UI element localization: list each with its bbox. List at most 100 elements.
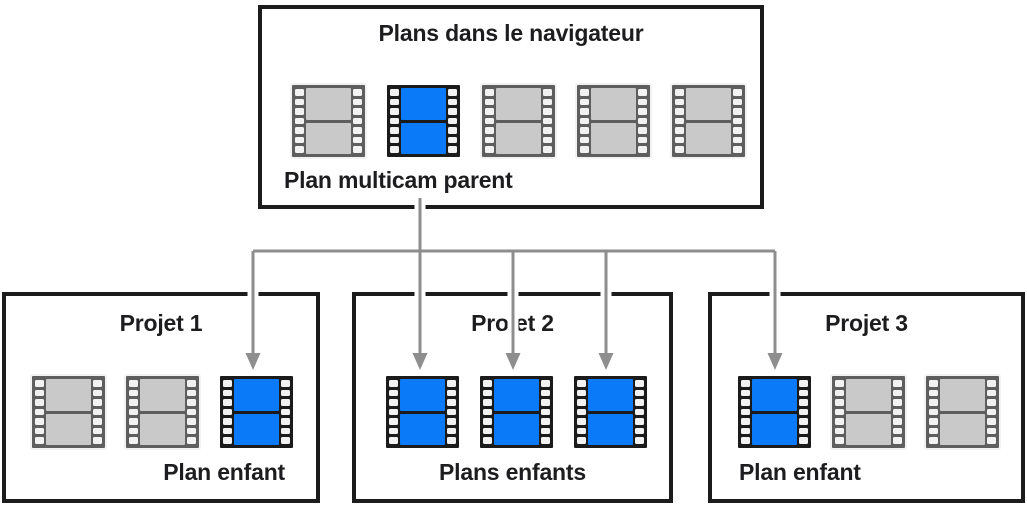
sprocket-hole <box>543 108 552 115</box>
sprocket-hole <box>733 146 742 153</box>
sprocket-holes-right <box>186 379 197 445</box>
sprocket-hole <box>223 389 232 397</box>
sprocket-hole <box>93 408 102 416</box>
sprocket-hole <box>187 437 196 444</box>
sprocket-hole <box>187 418 196 425</box>
sprocket-hole <box>541 408 550 416</box>
sprocket-hole <box>281 389 290 397</box>
filmstrip-icon-gray <box>482 85 555 157</box>
project-box-1: Projet 1 Plan enfant <box>2 292 320 503</box>
sprocket-holes-left <box>579 88 590 154</box>
filmstrip-frame <box>401 122 446 154</box>
sprocket-hole <box>929 380 938 387</box>
filmstrip-icon-gray <box>672 85 745 157</box>
filmstrip-frame <box>752 379 797 411</box>
sprocket-hole <box>35 418 44 425</box>
filmstrip-frame <box>686 88 731 120</box>
sprocket-hole <box>353 117 362 125</box>
sprocket-hole <box>187 380 196 387</box>
sprocket-hole <box>353 98 362 106</box>
sprocket-hole <box>799 408 808 416</box>
sprocket-hole <box>638 117 647 125</box>
filmstrip-frames <box>234 379 279 445</box>
sprocket-hole <box>580 98 589 106</box>
sprocket-hole <box>390 98 399 106</box>
sprocket-hole <box>483 380 492 387</box>
sprocket-hole <box>577 418 586 425</box>
filmstrip-frame <box>46 379 91 411</box>
project-box-3: Projet 3 Plan enfant <box>708 292 1025 503</box>
sprocket-hole <box>93 427 102 435</box>
sprocket-holes-right <box>542 88 553 154</box>
sprocket-hole <box>580 117 589 125</box>
sprocket-hole <box>835 380 844 387</box>
sprocket-hole <box>741 380 750 387</box>
filmstrip-icon-blue <box>220 376 293 448</box>
sprocket-hole <box>390 108 399 115</box>
sprocket-hole <box>741 427 750 435</box>
filmstrip-frame <box>140 379 185 411</box>
filmstrip-frames <box>588 379 633 445</box>
sprocket-hole <box>835 399 844 406</box>
sprocket-hole <box>675 136 684 144</box>
sprocket-hole <box>577 389 586 397</box>
filmstrip-icon-gray <box>832 376 905 448</box>
sprocket-hole <box>223 427 232 435</box>
sprocket-hole <box>447 380 456 387</box>
sprocket-hole <box>485 98 494 106</box>
sprocket-hole <box>390 89 399 96</box>
sprocket-hole <box>390 136 399 144</box>
filmstrip-frame <box>306 88 351 120</box>
sprocket-hole <box>390 127 399 134</box>
sprocket-hole <box>353 108 362 115</box>
sprocket-hole <box>35 408 44 416</box>
sprocket-hole <box>483 408 492 416</box>
sprocket-holes-left <box>128 379 139 445</box>
sprocket-hole <box>799 437 808 444</box>
filmstrip-frames <box>46 379 91 445</box>
filmstrip-frame <box>306 122 351 154</box>
sprocket-hole <box>893 399 902 406</box>
filmstrip-icon-gray <box>577 85 650 157</box>
project-1-clip-row <box>32 376 293 448</box>
sprocket-hole <box>223 408 232 416</box>
sprocket-hole <box>129 427 138 435</box>
project-1-title: Projet 1 <box>119 310 203 336</box>
filmstrip-frames <box>400 379 445 445</box>
sprocket-hole <box>893 380 902 387</box>
sprocket-hole <box>223 399 232 406</box>
sprocket-hole <box>893 437 902 444</box>
sprocket-hole <box>835 418 844 425</box>
sprocket-hole <box>129 389 138 397</box>
sprocket-hole <box>635 418 644 425</box>
sprocket-holes-right <box>352 88 363 154</box>
sprocket-hole <box>129 437 138 444</box>
sprocket-hole <box>93 389 102 397</box>
sprocket-hole <box>675 98 684 106</box>
sprocket-hole <box>638 136 647 144</box>
sprocket-hole <box>987 380 996 387</box>
sprocket-hole <box>675 127 684 134</box>
sprocket-hole <box>35 389 44 397</box>
sprocket-hole <box>929 418 938 425</box>
sprocket-hole <box>483 437 492 444</box>
filmstrip-icon-gray <box>292 85 365 157</box>
sprocket-holes-left <box>928 379 939 445</box>
sprocket-hole <box>353 127 362 134</box>
sprocket-hole <box>447 427 456 435</box>
sprocket-hole <box>733 98 742 106</box>
browser-box: Plans dans le navigateur Plan multicam p… <box>258 5 764 209</box>
filmstrip-frames <box>496 88 541 154</box>
filmstrip-frame <box>940 379 985 411</box>
sprocket-hole <box>541 437 550 444</box>
sprocket-holes-left <box>388 379 399 445</box>
sprocket-hole <box>543 146 552 153</box>
sprocket-hole <box>541 418 550 425</box>
sprocket-hole <box>295 127 304 134</box>
sprocket-hole <box>389 408 398 416</box>
sprocket-hole <box>799 389 808 397</box>
sprocket-hole <box>93 399 102 406</box>
sprocket-hole <box>929 389 938 397</box>
sprocket-holes-right <box>447 88 458 154</box>
